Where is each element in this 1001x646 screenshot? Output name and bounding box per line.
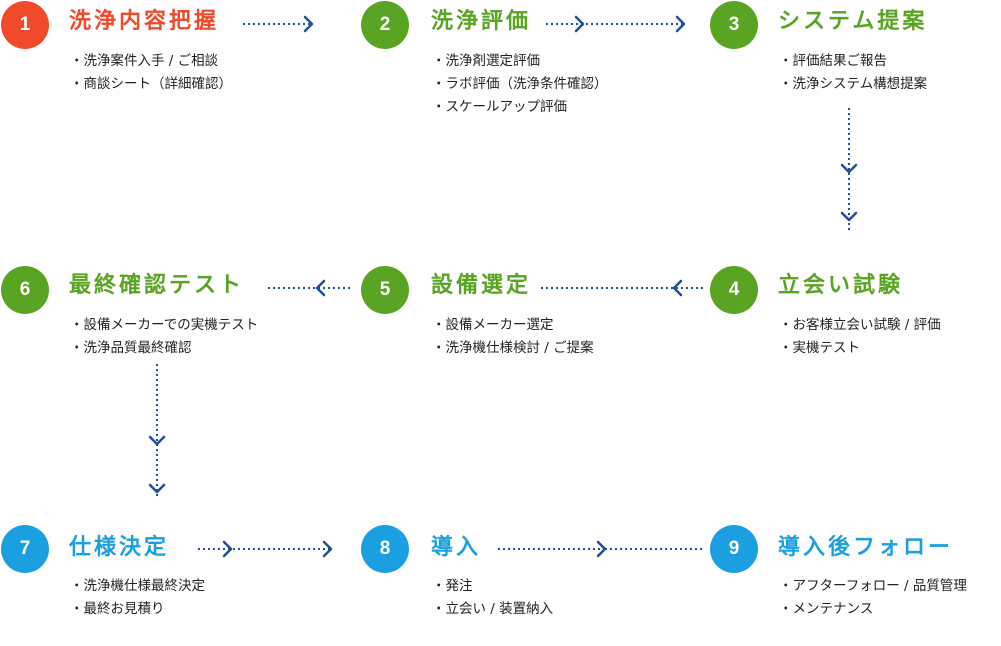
step-number-badge: 4 <box>710 266 758 314</box>
step-detail-item: 設備メーカーでの実機テスト <box>70 314 259 337</box>
step-detail-item: 洗浄品質最終確認 <box>70 337 258 360</box>
step-details: 発注 立会い / 装置納入 <box>432 575 554 621</box>
step-details: 設備メーカー選定 洗浄機仕様検討 / ご提案 <box>432 314 594 360</box>
step-detail-item: 設備メーカー選定 <box>432 314 594 337</box>
chevron-left-icon <box>315 279 326 297</box>
step-number-badge: 6 <box>1 266 49 314</box>
step-title: 洗浄内容把握 <box>69 9 220 34</box>
step-number-badge: 2 <box>361 1 409 49</box>
step-details: 洗浄剤選定評価 ラボ評価（洗浄条件確認） スケールアップ評価 <box>432 50 608 119</box>
chevron-down-icon <box>840 163 858 174</box>
step-title: システム提案 <box>778 9 928 34</box>
step-number-badge: 3 <box>710 1 758 49</box>
step-number-badge: 5 <box>361 266 409 314</box>
step-title: 最終確認テスト <box>69 273 245 298</box>
step-details: 洗浄機仕様最終決定 最終お見積り <box>70 575 206 621</box>
step-title: 立会い試験 <box>778 273 904 298</box>
step-number-badge: 7 <box>1 525 49 573</box>
step-title: 導入後フォロー <box>778 535 954 560</box>
step-detail-item: 洗浄機仕様最終決定 <box>70 575 206 598</box>
chevron-down-icon <box>148 435 166 446</box>
step-detail-item: 洗浄機仕様検討 / ご提案 <box>432 337 594 360</box>
chevron-down-icon <box>148 483 166 494</box>
step-detail-item: 実機テスト <box>779 337 941 360</box>
chevron-right-icon <box>322 540 333 558</box>
step-detail-item: アフターフォロー / 品質管理 <box>779 575 967 598</box>
step-detail-item: 洗浄剤選定評価 <box>432 50 608 73</box>
step-detail-item: お客様立会い試験 / 評価 <box>779 314 941 337</box>
step-detail-item: 商談シート（詳細確認） <box>70 73 233 96</box>
chevron-right-icon <box>303 15 314 33</box>
chevron-left-icon <box>672 279 683 297</box>
step-details: 設備メーカーでの実機テスト 洗浄品質最終確認 <box>70 314 259 360</box>
step-details: アフターフォロー / 品質管理 メンテナンス <box>779 575 967 621</box>
step-number-badge: 9 <box>710 525 758 573</box>
chevron-right-icon <box>675 15 686 33</box>
step-title: 仕様決定 <box>69 535 170 560</box>
step-details: 洗浄案件入手 / ご相談 商談シート（詳細確認） <box>70 50 233 96</box>
step-title: 洗浄評価 <box>431 9 532 34</box>
step-detail-item: スケールアップ評価 <box>432 96 608 119</box>
step-detail-item: メンテナンス <box>779 598 967 621</box>
step-title: 導入 <box>431 535 482 560</box>
step-detail-item: 発注 <box>432 575 553 598</box>
step-number-badge: 8 <box>361 525 409 573</box>
step-detail-item: 洗浄案件入手 / ご相談 <box>70 50 232 73</box>
chevron-right-icon <box>574 15 585 33</box>
step-detail-item: 立会い / 装置納入 <box>432 598 554 621</box>
step-detail-item: 評価結果ご報告 <box>779 50 927 73</box>
step-number-badge: 1 <box>1 1 49 49</box>
chevron-down-icon <box>840 211 858 222</box>
step-detail-item: 洗浄システム構想提案 <box>779 73 928 96</box>
step-title: 設備選定 <box>431 273 532 298</box>
step-detail-item: ラボ評価（洗浄条件確認） <box>432 73 608 96</box>
step-details: お客様立会い試験 / 評価 実機テスト <box>779 314 941 360</box>
step-details: 評価結果ご報告 洗浄システム構想提案 <box>779 50 928 96</box>
chevron-right-icon <box>222 540 233 558</box>
step-detail-item: 最終お見積り <box>70 598 205 621</box>
chevron-right-icon <box>596 540 607 558</box>
